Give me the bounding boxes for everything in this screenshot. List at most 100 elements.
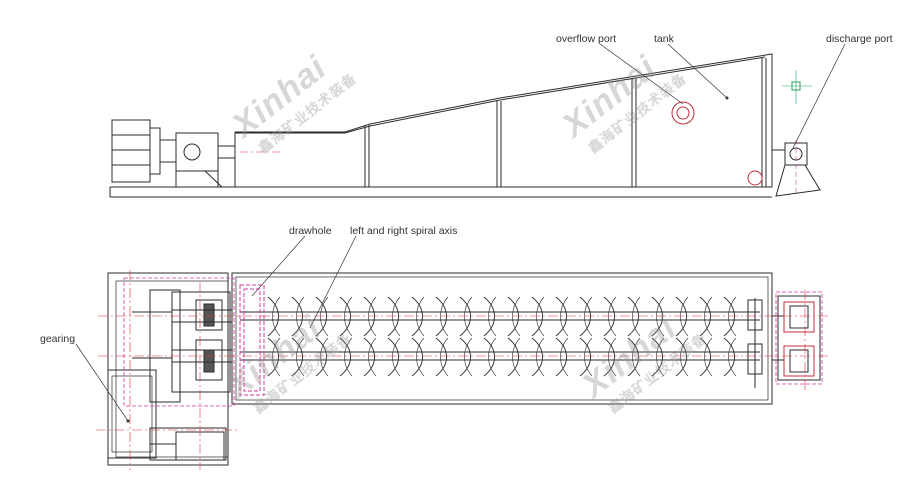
spiral-flight (411, 337, 423, 377)
spiral-flight (440, 337, 449, 377)
spiral-flight (680, 337, 689, 377)
plan-discharge (777, 295, 821, 381)
spiral-flight (488, 296, 497, 337)
frame-highlight (123, 277, 823, 407)
spiral-flight (536, 337, 545, 377)
spiral-flight (704, 337, 713, 377)
spiral-flight (699, 296, 711, 337)
spiral-flight (723, 296, 735, 337)
gearing-block (107, 369, 157, 459)
spiral-flight (459, 296, 471, 337)
spiral-flight (651, 296, 663, 337)
spiral-flight (632, 296, 641, 337)
plan-tank (231, 272, 773, 405)
spiral-flight (272, 296, 281, 337)
spiral-flight (728, 296, 737, 337)
spiral-flight (579, 296, 591, 337)
plan-centerlines (96, 270, 830, 470)
spiral-flight (632, 337, 641, 377)
spiral-flight (608, 337, 617, 377)
spiral-flight (560, 337, 569, 377)
spiral-flight (699, 337, 711, 377)
spiral-flights (267, 296, 737, 377)
spiral-flight (435, 296, 447, 337)
spiral-flight (344, 337, 353, 377)
spiral-flight (392, 337, 401, 377)
spiral-flight (512, 337, 521, 377)
overflow-port-circle (671, 101, 695, 125)
spiral-flight (536, 296, 545, 337)
spiral-flight (320, 296, 329, 337)
spiral-flight (531, 337, 543, 377)
spiral-flight (704, 296, 713, 337)
discharge-port-label: discharge port (826, 33, 893, 45)
spiral-flight (291, 337, 303, 377)
spiral-flight (296, 337, 305, 377)
spiral-flight (627, 337, 639, 377)
spiral-flight (560, 296, 569, 337)
spiral-flight (555, 296, 567, 337)
spiral-flight (416, 337, 425, 377)
spiral-flight (488, 337, 497, 377)
spiral-flight (627, 296, 639, 337)
spiral-flight (680, 296, 689, 337)
spiral-flight (531, 296, 543, 337)
drawhole (239, 284, 265, 396)
spiral-flight (675, 337, 687, 377)
spiral-flight (411, 296, 423, 337)
spiral-flight (464, 337, 473, 377)
spiral-flight (656, 337, 665, 377)
discharge-housing (775, 164, 821, 197)
spiral-flight (584, 296, 593, 337)
spiral-flight (392, 296, 401, 337)
spiral-flight (507, 337, 519, 377)
spiral-flight (291, 296, 303, 337)
spiral-flight (387, 337, 399, 377)
spiral-axis-label: left and right spiral axis (350, 225, 458, 237)
plan-leaders (75, 235, 357, 422)
spiral-flight (579, 337, 591, 377)
spiral-flight (584, 337, 593, 377)
spiral-flight (651, 337, 663, 377)
spiral-flight (603, 337, 615, 377)
spiral-flight (387, 296, 399, 337)
spiral-flight (459, 337, 471, 377)
spiral-flight (315, 337, 327, 377)
side-view (109, 53, 821, 198)
spiral-flight (344, 296, 353, 337)
spiral-flight (507, 296, 519, 337)
tank-label: tank (654, 33, 674, 45)
overflow-port-label: overflow port (556, 33, 617, 45)
spiral-flight (483, 296, 495, 337)
spiral-flight (728, 337, 737, 377)
spiral-flight (368, 337, 377, 377)
spiral-flight (320, 337, 329, 377)
side-motor (111, 119, 151, 183)
spiral-flight (512, 296, 521, 337)
spiral-flight (483, 337, 495, 377)
spiral-flight (267, 337, 279, 377)
spiral-flight (296, 296, 305, 337)
spiral-flight (416, 296, 425, 337)
spiral-flight (363, 337, 375, 377)
spiral-flight (339, 337, 351, 377)
spiral-flight (440, 296, 449, 337)
gearing-label: gearing (40, 333, 76, 345)
spiral-flight (656, 296, 665, 337)
spiral-flight (272, 337, 281, 377)
spiral-flight (608, 296, 617, 337)
spiral-flight (723, 337, 735, 377)
spiral-flight (368, 296, 377, 337)
plan-view (107, 272, 821, 466)
side-leaders (599, 43, 846, 151)
side-tank (234, 53, 773, 188)
spiral-flight (464, 296, 473, 337)
drawhole-label: drawhole (289, 225, 332, 237)
spiral-flight (555, 337, 567, 377)
spiral-flight (675, 296, 687, 337)
spiral-flight (363, 296, 375, 337)
spiral-flight (435, 337, 447, 377)
spiral-flight (267, 296, 279, 337)
side-reducer (175, 132, 219, 172)
